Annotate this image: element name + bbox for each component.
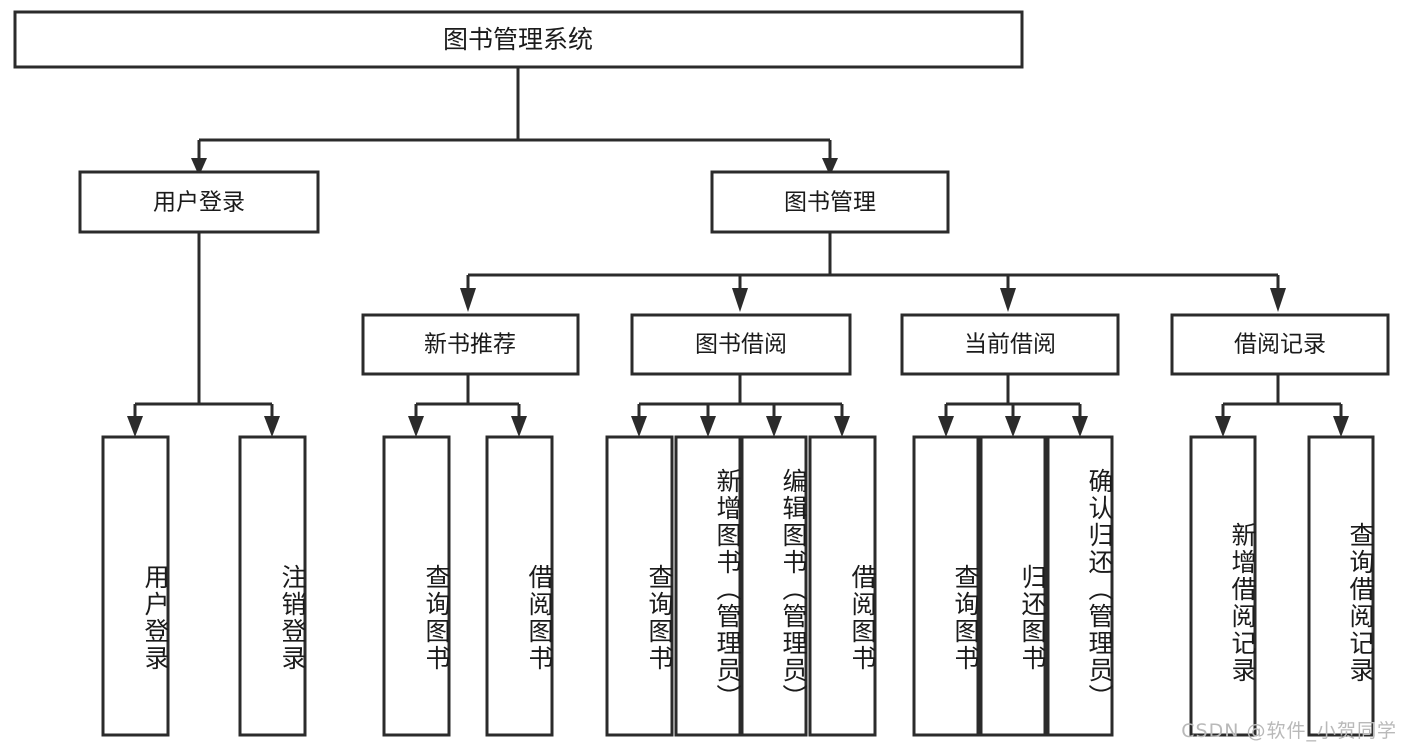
node-book-borrow-label: 图书借阅 bbox=[695, 332, 787, 358]
leaf-confirm-return-rect[interactable] bbox=[1046, 435, 1114, 737]
node-title-label: 图书管理系统 bbox=[443, 25, 593, 54]
node-book-management-rect[interactable] bbox=[710, 170, 950, 234]
arrow-to-leaf-add-record bbox=[1215, 416, 1231, 437]
arrow-to-leaf-query-book-1 bbox=[408, 416, 424, 437]
leaf-layer bbox=[101, 435, 1375, 737]
leaf-user-login-rect[interactable] bbox=[101, 435, 170, 737]
arrow-to-user-login bbox=[191, 158, 207, 176]
arrow-to-leaf-query-book-2 bbox=[631, 416, 647, 437]
arrow-to-book-management bbox=[822, 158, 838, 176]
node-book-management[interactable]: 图书管理 bbox=[710, 170, 950, 234]
node-current-borrow-rect[interactable] bbox=[900, 313, 1120, 376]
node-new-book-recommend[interactable]: 新书推荐 bbox=[361, 313, 580, 376]
arrow-to-leaf-query-book-3 bbox=[938, 416, 954, 437]
node-borrow-record-rect[interactable] bbox=[1170, 313, 1390, 376]
node-new-book-recommend-rect[interactable] bbox=[361, 313, 580, 376]
arrow-to-leaf-add-book bbox=[700, 416, 716, 437]
node-new-book-recommend-label: 新书推荐 bbox=[424, 332, 516, 358]
leaf-query-book-2-rect[interactable] bbox=[605, 435, 674, 737]
leaf-return-book-rect[interactable] bbox=[979, 435, 1047, 737]
leaf-edit-book-rect[interactable] bbox=[740, 435, 808, 737]
node-current-borrow[interactable]: 当前借阅 bbox=[900, 313, 1120, 376]
node-book-borrow[interactable]: 图书借阅 bbox=[630, 313, 852, 376]
arrow-to-borrow-record bbox=[1270, 288, 1286, 312]
node-user-login[interactable]: 用户登录 bbox=[78, 170, 320, 234]
leaf-add-book-rect[interactable] bbox=[674, 435, 742, 737]
leaf-query-book-3-rect[interactable] bbox=[912, 435, 980, 737]
leaf-query-record-rect[interactable] bbox=[1307, 435, 1375, 737]
arrow-to-leaf-borrow-book-1 bbox=[511, 416, 527, 437]
node-title[interactable]: 图书管理系统 bbox=[13, 10, 1024, 69]
node-title-rect[interactable] bbox=[13, 10, 1024, 69]
node-book-management-label: 图书管理 bbox=[784, 190, 876, 216]
arrow-to-leaf-return-book bbox=[1005, 416, 1021, 437]
node-borrow-record[interactable]: 借阅记录 bbox=[1170, 313, 1390, 376]
leaf-query-book-1-rect[interactable] bbox=[382, 435, 451, 737]
leaf-add-record-rect[interactable] bbox=[1189, 435, 1257, 737]
leaf-borrow-book-1-rect[interactable] bbox=[485, 435, 554, 737]
arrow-to-leaf-edit-book bbox=[766, 416, 782, 437]
node-borrow-record-label: 借阅记录 bbox=[1234, 332, 1326, 358]
node-user-login-rect[interactable] bbox=[78, 170, 320, 234]
arrow-to-leaf-borrow-book-2 bbox=[834, 416, 850, 437]
node-current-borrow-label: 当前借阅 bbox=[964, 332, 1056, 358]
connector-layer bbox=[127, 67, 1349, 437]
arrow-to-leaf-user-login bbox=[127, 416, 143, 437]
leaf-borrow-book-2-rect[interactable] bbox=[808, 435, 877, 737]
watermark-text: CSDN @软件_小贺同学 bbox=[1181, 720, 1397, 742]
arrow-to-leaf-confirm-return bbox=[1072, 416, 1088, 437]
arrow-to-current-borrow bbox=[1000, 288, 1016, 312]
node-book-borrow-rect[interactable] bbox=[630, 313, 852, 376]
arrow-to-leaf-query-record bbox=[1333, 416, 1349, 437]
leaf-logout-login-rect[interactable] bbox=[238, 435, 307, 737]
node-user-login-label: 用户登录 bbox=[153, 190, 245, 216]
arrow-to-book-borrow bbox=[732, 288, 748, 312]
arrow-to-leaf-logout-login bbox=[264, 416, 280, 437]
arrow-to-new-book-recommend bbox=[460, 288, 476, 312]
